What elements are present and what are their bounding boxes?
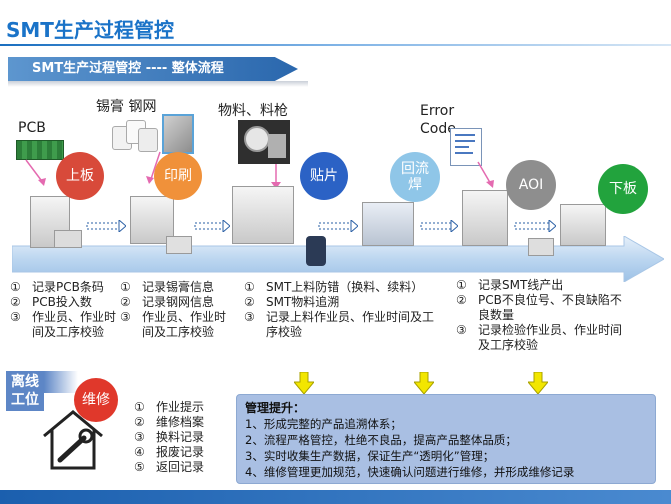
solder-paste-image	[112, 114, 158, 152]
reflow-oven-machine	[362, 202, 414, 246]
conveyor-arrow-1	[86, 220, 126, 232]
step-board-loading: 上板	[56, 152, 104, 200]
feeder-gun-label: 物料、料枪	[218, 103, 288, 119]
section-banner: SMT生产过程管控 ---- 整体流程	[8, 57, 298, 81]
conveyor-arrow-2	[194, 220, 230, 232]
printer-terminal	[166, 236, 192, 254]
pcb-feed-arrow	[25, 159, 46, 186]
board-unloader-machine	[560, 204, 606, 246]
step-reflow: 回流焊	[390, 152, 440, 202]
pcb-board-image	[16, 140, 64, 160]
management-item: 2、流程严格管控，杜绝不良品，提高产品整体品质；	[245, 433, 517, 447]
title-divider	[0, 44, 671, 46]
down-arrow-2	[414, 372, 434, 394]
conveyor-arrow-5	[514, 220, 556, 232]
offline-label-bar	[44, 371, 78, 393]
management-item: 3、实时收集生产数据，保证生产“透明化”管理；	[245, 449, 495, 463]
paste-stencil-label: 锡膏 钢网	[96, 99, 157, 115]
repair-badge: 维修	[74, 378, 118, 422]
down-arrow-1	[294, 372, 314, 394]
step-placement: 贴片	[300, 152, 348, 200]
feeder-feed-arrow	[271, 164, 281, 189]
error-code-label: Error Code	[420, 103, 456, 137]
loader-scanner	[54, 230, 82, 248]
stencil-image	[162, 114, 194, 154]
step-printing: 印刷	[154, 152, 202, 200]
management-improvement-box: 管理提升： 1、形成完整的产品追溯体系； 2、流程严格管控，杜绝不良品，提高产品…	[236, 394, 656, 484]
handheld-scanner	[306, 236, 326, 266]
aoi-terminal	[528, 238, 554, 256]
error-feed-arrow	[477, 161, 494, 188]
pcb-label: PCB	[18, 120, 46, 136]
aoi-machine	[462, 190, 508, 246]
management-item: 1、形成完整的产品追溯体系；	[245, 417, 402, 431]
conveyor-arrow-3	[318, 220, 358, 232]
step-aoi: AOI	[506, 160, 556, 210]
repair-house-icon	[43, 410, 103, 470]
conveyor-arrow-4	[420, 220, 458, 232]
management-title: 管理提升：	[245, 401, 306, 415]
step-board-unloading: 下板	[598, 164, 648, 214]
document-icon	[450, 128, 482, 166]
feeder-image	[238, 120, 290, 164]
banner-shadow	[8, 81, 308, 87]
footer-bar	[0, 490, 671, 504]
page-title: SMT生产过程管控	[6, 18, 174, 42]
down-arrow-3	[528, 372, 548, 394]
management-item: 4、维修管理更加规范，快速确认问题进行维修，并形成维修记录	[245, 465, 575, 479]
placement-machine	[232, 186, 294, 244]
offline-station-label: 离线工位	[6, 371, 44, 411]
